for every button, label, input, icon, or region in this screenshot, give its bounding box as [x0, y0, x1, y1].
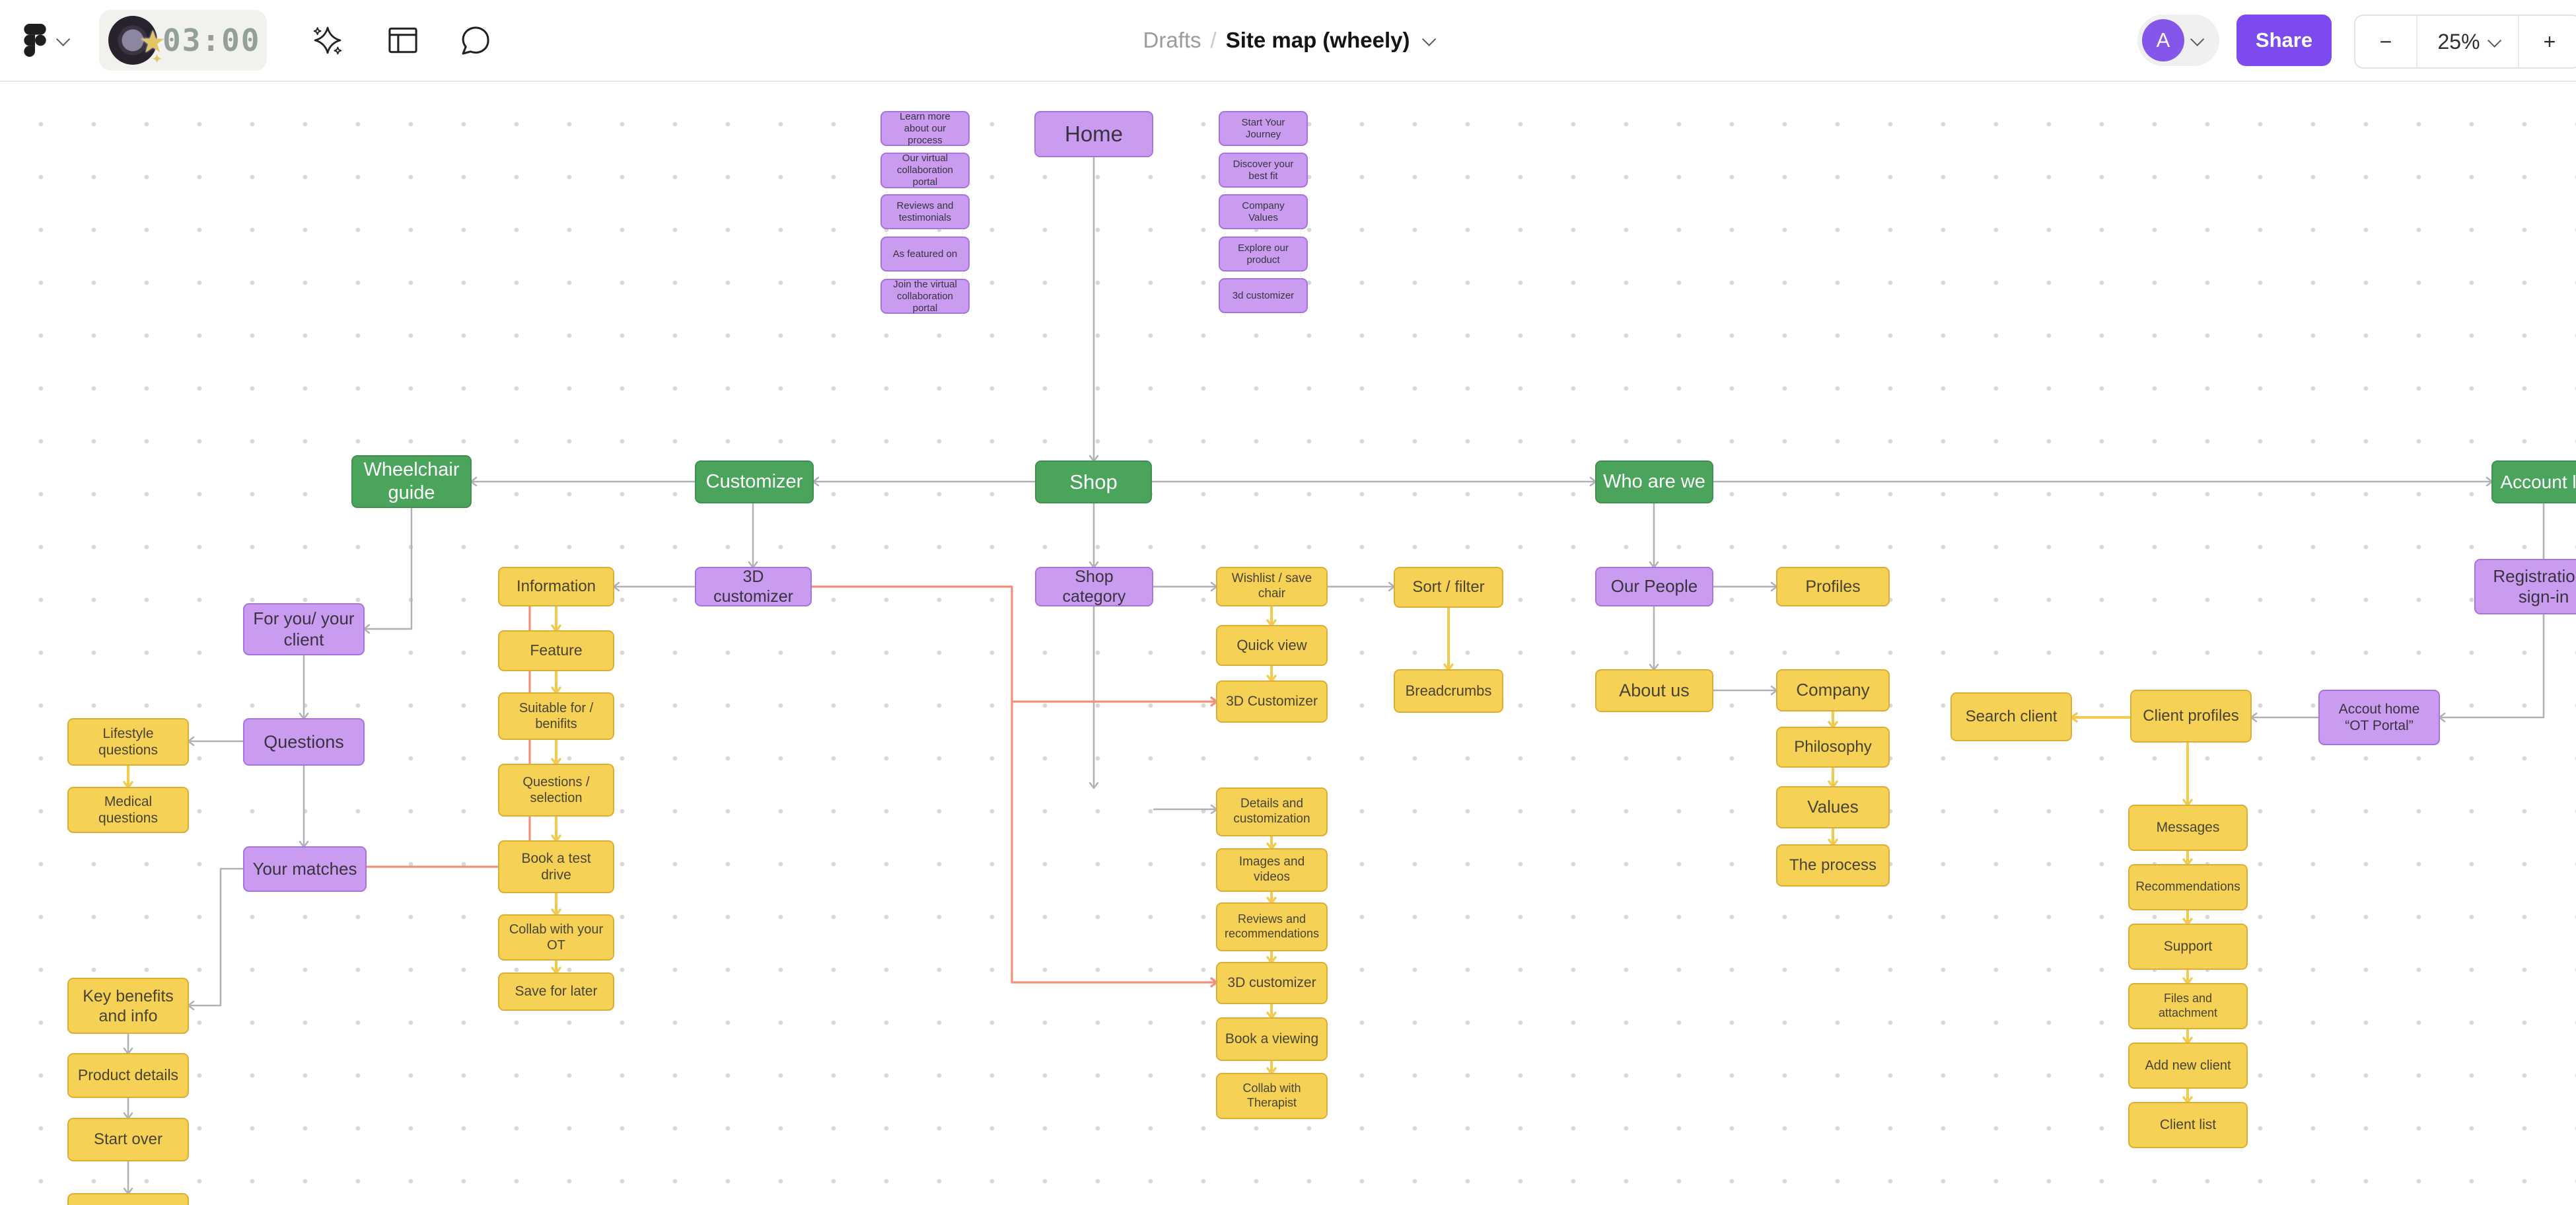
node-mini-left-1[interactable]: Learn more about our process — [880, 111, 970, 146]
zoom-in-button[interactable]: + — [2543, 29, 2556, 54]
zoom-out-button[interactable]: − — [2355, 16, 2417, 67]
node-lifestyle-questions[interactable]: Lifestyle questions — [67, 718, 189, 766]
node-customizer-3d-y1[interactable]: 3D Customizer — [1216, 680, 1328, 723]
zoom-level-menu[interactable]: 25% — [2417, 16, 2519, 67]
node-mini-right-4[interactable]: Explore our product — [1219, 237, 1308, 272]
node-sort-filter[interactable]: Sort / filter — [1394, 567, 1503, 608]
title-chevron-down-icon[interactable] — [1422, 32, 1437, 46]
node-customizer-3d-purple[interactable]: 3D customizer — [695, 567, 812, 606]
music-timer-widget[interactable]: ★ ✦ 03:00 — [99, 10, 267, 71]
node-save-later[interactable]: Save for later — [498, 972, 614, 1011]
node-who-are-we[interactable]: Who are we — [1595, 460, 1713, 503]
node-shop[interactable]: Shop — [1035, 460, 1152, 503]
comment-bubble-icon[interactable] — [458, 0, 493, 81]
node-values[interactable]: Values — [1776, 786, 1890, 828]
node-our-people[interactable]: Our People — [1595, 567, 1713, 606]
node-recommendations[interactable]: Recommendations — [2128, 864, 2248, 910]
connector-line — [2438, 614, 2545, 723]
breadcrumb-drafts[interactable]: Drafts — [1143, 28, 1201, 52]
node-book-viewing[interactable]: Book a viewing — [1216, 1017, 1328, 1061]
node-breadcrumbs[interactable]: Breadcrumbs — [1394, 669, 1503, 713]
node-mini-right-1[interactable]: Start Your Journey — [1219, 111, 1308, 146]
node-feature[interactable]: Feature — [498, 630, 614, 671]
connector-line — [812, 585, 1218, 988]
node-wishlist[interactable]: Wishlist / save chair — [1216, 567, 1328, 606]
template-frame-icon[interactable] — [386, 0, 420, 81]
node-wheelchair-guide[interactable]: Wheelchair guide — [351, 455, 472, 508]
node-mini-left-3[interactable]: Reviews and testimonials — [880, 194, 970, 229]
node-cutoff-bottom[interactable] — [67, 1193, 189, 1205]
node-company[interactable]: Company — [1776, 669, 1890, 712]
node-files-attachment[interactable]: Files and attachment — [2128, 983, 2248, 1029]
zoom-chevron-down-icon — [2487, 33, 2501, 48]
node-mini-right-2[interactable]: Discover your best fit — [1219, 153, 1308, 188]
node-questions-selection[interactable]: Questions / selection — [498, 764, 614, 817]
node-mini-left-4[interactable]: As featured on — [880, 237, 970, 272]
node-search-client[interactable]: Search client — [1950, 692, 2072, 741]
vinyl-record-icon: ★ ✦ — [108, 16, 166, 67]
breadcrumb-separator: / — [1210, 28, 1217, 52]
connector-line — [187, 867, 243, 1011]
node-mini-left-5[interactable]: Join the virtual collaboration portal — [880, 279, 970, 314]
account-chevron-down-icon — [2190, 32, 2205, 46]
node-registration[interactable]: Registration / sign-in — [2474, 559, 2576, 614]
node-medical-questions[interactable]: Medical questions — [67, 787, 189, 833]
node-shop-category[interactable]: Shop category — [1035, 567, 1153, 606]
node-book-test-drive[interactable]: Book a test drive — [498, 840, 614, 893]
small-sparkle-icon: ✦ — [151, 52, 162, 67]
node-collab-ot[interactable]: Collab with your OT — [498, 914, 614, 961]
sparkle-ai-icon[interactable] — [310, 0, 345, 81]
node-support[interactable]: Support — [2128, 924, 2248, 970]
node-customizer[interactable]: Customizer — [695, 460, 814, 503]
node-details-custom[interactable]: Details and customization — [1216, 787, 1328, 836]
node-collab-therapist[interactable]: Collab with Therapist — [1216, 1073, 1328, 1119]
node-account-home[interactable]: Accout home “OT Portal” — [2318, 690, 2440, 745]
node-mini-right-3[interactable]: Company Values — [1219, 194, 1308, 229]
avatar: A — [2142, 19, 2184, 61]
node-images-videos[interactable]: Images and videos — [1216, 848, 1328, 892]
node-questions[interactable]: Questions — [243, 718, 365, 766]
share-button[interactable]: Share — [2236, 15, 2332, 66]
node-product-details[interactable]: Product details — [67, 1053, 189, 1098]
node-client-profiles[interactable]: Client profiles — [2130, 690, 2252, 743]
node-philosophy[interactable]: Philosophy — [1776, 727, 1890, 768]
zoom-controls: − 25% + — [2354, 15, 2576, 69]
node-key-benefits[interactable]: Key benefits and info — [67, 978, 189, 1034]
node-messages[interactable]: Messages — [2128, 805, 2248, 851]
node-account-login[interactable]: Account login — [2491, 460, 2576, 503]
figma-logo-icon[interactable] — [24, 0, 46, 81]
node-mini-right-5[interactable]: 3d customizer — [1219, 278, 1308, 313]
node-home[interactable]: Home — [1034, 111, 1153, 157]
node-start-over[interactable]: Start over — [67, 1118, 189, 1161]
timer-countdown: 03:00 — [162, 22, 261, 58]
document-title[interactable]: Site map (wheely) — [1225, 28, 1410, 52]
node-information[interactable]: Information — [498, 567, 614, 606]
node-suitable[interactable]: Suitable for / benifits — [498, 692, 614, 740]
document-breadcrumb: Drafts / Site map (wheely) — [0, 0, 2576, 81]
top-toolbar: ★ ✦ 03:00 Drafts / — [0, 0, 2576, 82]
node-customizer-3d-y2[interactable]: 3D customizer — [1216, 962, 1328, 1004]
node-the-process[interactable]: The process — [1776, 844, 1890, 887]
node-for-you[interactable]: For you/ your client — [243, 603, 365, 655]
node-reviews-recs[interactable]: Reviews and recommendations — [1216, 902, 1328, 951]
node-mini-left-2[interactable]: Our virtual collaboration portal — [880, 153, 970, 188]
node-client-list[interactable]: Client list — [2128, 1102, 2248, 1148]
star-icon: ★ — [139, 24, 166, 59]
node-about-us[interactable]: About us — [1595, 669, 1713, 712]
node-profiles[interactable]: Profiles — [1776, 567, 1890, 606]
account-menu[interactable]: A — [2137, 15, 2219, 66]
node-your-matches[interactable]: Your matches — [243, 846, 367, 892]
node-add-new-client[interactable]: Add new client — [2128, 1042, 2248, 1089]
node-quick-view[interactable]: Quick view — [1216, 625, 1328, 666]
zoom-level-value: 25% — [2437, 29, 2480, 54]
connector-line — [363, 508, 413, 634]
